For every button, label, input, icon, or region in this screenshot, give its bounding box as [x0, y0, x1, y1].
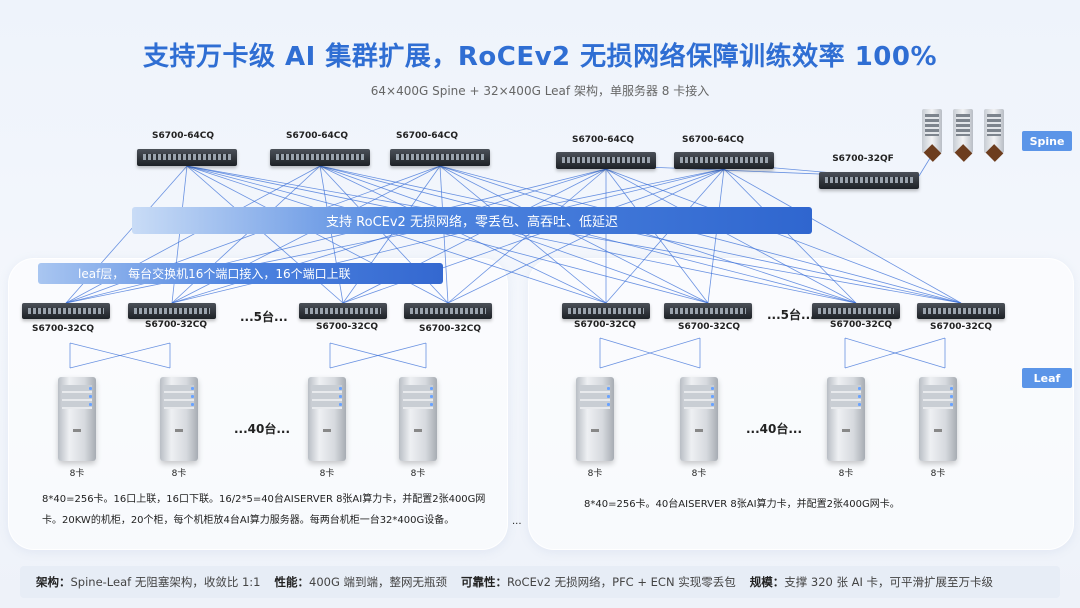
spine-leaf-link	[186, 165, 709, 304]
leaf-switch-label: S6700-32CQ	[418, 324, 482, 334]
spine-leaf-link	[439, 165, 607, 304]
card-count-label: 8卡	[171, 469, 187, 479]
page-subtitle: 64×400G Spine + 32×400G Leaf 架构，单服务器 8 卡…	[370, 84, 710, 98]
leaf-server-link	[599, 337, 701, 369]
spine-leaf-link	[605, 168, 962, 304]
arch-key: 架构：	[36, 575, 71, 589]
leaf-switch-label: S6700-32CQ	[929, 322, 993, 332]
spine-switch	[137, 149, 237, 166]
arch-value: Spine-Leaf 无阻塞架构，收敛比 1:1	[70, 575, 261, 589]
leaf-switch-label: S6700-32CQ	[677, 322, 741, 332]
rocev2-band: 支持 RoCEv2 无损网络，零丢包、高吞吐、低延迟	[132, 207, 812, 234]
reliability-key: 可靠性：	[461, 575, 508, 589]
spine-leaf-link	[447, 168, 607, 304]
card-count-label: 8卡	[69, 469, 85, 479]
spine-leaf-link	[605, 168, 709, 304]
gpu-rack-icon	[984, 109, 1004, 153]
card-count-label: 8卡	[410, 469, 426, 479]
spine-leaf-link	[605, 168, 857, 304]
ai-server	[919, 377, 957, 461]
leaf-switch	[299, 303, 387, 319]
ai-server	[58, 377, 96, 461]
leaf-switch-label: S6700-32CQ	[31, 324, 95, 334]
ai-server	[576, 377, 614, 461]
spine-leaf-link	[439, 165, 857, 304]
spine-switch	[390, 149, 490, 166]
spine-switch	[674, 152, 774, 169]
right-description: 8*40=256卡。40台AISERVER 8张AI算力卡，并配置2张400G网…	[584, 499, 900, 510]
spine-leaf-link	[447, 168, 725, 304]
left-trailing-ellipsis: ...	[512, 516, 522, 527]
gpu-rack-icon	[922, 109, 942, 153]
spine-leaf-link	[319, 165, 857, 304]
spine-leaf-link	[723, 168, 962, 304]
leaf-server-link	[844, 337, 946, 369]
leaf-switch	[128, 303, 216, 319]
leaf-switch	[812, 303, 900, 319]
spine-switch-label: S6700-32QF	[832, 154, 894, 164]
leaf-switch-label: S6700-32CQ	[315, 322, 379, 332]
spine-switch-label: S6700-64CQ	[395, 131, 459, 141]
ai-server	[160, 377, 198, 461]
leaf-tag: Leaf	[1022, 368, 1072, 388]
card-count-label: 8卡	[838, 469, 854, 479]
spine-leaf-link	[186, 165, 607, 304]
scale-key: 规模：	[749, 575, 785, 589]
spine-leaf-link	[319, 165, 962, 304]
spine-switch-label: S6700-64CQ	[285, 131, 349, 141]
page-title: 支持万卡级 AI 集群扩展，RoCEv2 无损网络保障训练效率 100%	[142, 42, 938, 72]
spine-leaf-link	[439, 165, 709, 304]
spine-switch	[270, 149, 370, 166]
spine-tag: Spine	[1022, 131, 1072, 151]
leaf-ellipsis: ...5台...	[767, 308, 815, 322]
leaf-switch	[404, 303, 492, 319]
left-description-line1: 8*40=256卡。16口上联，16口下联。16/2*5=40台AISERVER…	[42, 494, 486, 505]
spine-switch-label: S6700-64CQ	[571, 135, 635, 145]
leaf-server-link	[69, 342, 171, 369]
ai-server	[827, 377, 865, 461]
spine-leaf-link	[319, 165, 709, 304]
leaf-switch	[917, 303, 1005, 319]
spine-switch-label: S6700-64CQ	[681, 135, 745, 145]
perf-key: 性能：	[274, 575, 310, 589]
spine-leaf-link	[186, 165, 857, 304]
gpu-rack-icon	[953, 109, 973, 153]
leaf-switch-label: S6700-32CQ	[573, 320, 637, 330]
spine-switch-label: S6700-64CQ	[151, 131, 215, 141]
left-description-line2: 卡。20KW的机柜，20个柜，每个机柜放4台AI算力服务器。每两台机柜一台32*…	[42, 515, 455, 526]
spine-switch	[556, 152, 656, 169]
spine-leaf-link	[707, 168, 725, 304]
ai-server	[399, 377, 437, 461]
leaf-switch-label: S6700-32CQ	[829, 320, 893, 330]
card-count-label: 8卡	[319, 469, 335, 479]
ai-server	[680, 377, 718, 461]
perf-value: 400G 端到端，整网无瓶颈	[309, 575, 448, 589]
ai-server	[308, 377, 346, 461]
leaf-ellipsis: ...5台...	[240, 310, 288, 324]
server-ellipsis: ...40台...	[234, 422, 291, 436]
leaf-switch	[22, 303, 110, 319]
card-count-label: 8卡	[930, 469, 946, 479]
card-count-label: 8卡	[587, 469, 603, 479]
reliability-value: RoCEv2 无损网络，PFC + ECN 实现零丢包	[507, 575, 736, 589]
spine-leaf-link	[319, 165, 607, 304]
spine-leaf-link	[723, 168, 857, 304]
spine-leaf-link	[605, 168, 725, 304]
footer-summary: 架构： Spine-Leaf 无阻塞架构，收敛比 1:1 性能： 400G 端到…	[20, 566, 1060, 598]
leaf-layer-band: leaf层， 每台交换机16个端口接入，16个端口上联	[38, 263, 443, 284]
server-ellipsis: ...40台...	[746, 422, 803, 436]
leaf-switch	[664, 303, 752, 319]
spine-switch	[819, 172, 919, 189]
scale-value: 支撑 320 张 AI 卡，可平滑扩展至万卡级	[784, 575, 994, 589]
leaf-switch-label: S6700-32CQ	[144, 320, 208, 330]
leaf-switch	[562, 303, 650, 319]
card-count-label: 8卡	[691, 469, 707, 479]
spine-leaf-link	[439, 165, 449, 304]
leaf-server-link	[329, 342, 427, 369]
